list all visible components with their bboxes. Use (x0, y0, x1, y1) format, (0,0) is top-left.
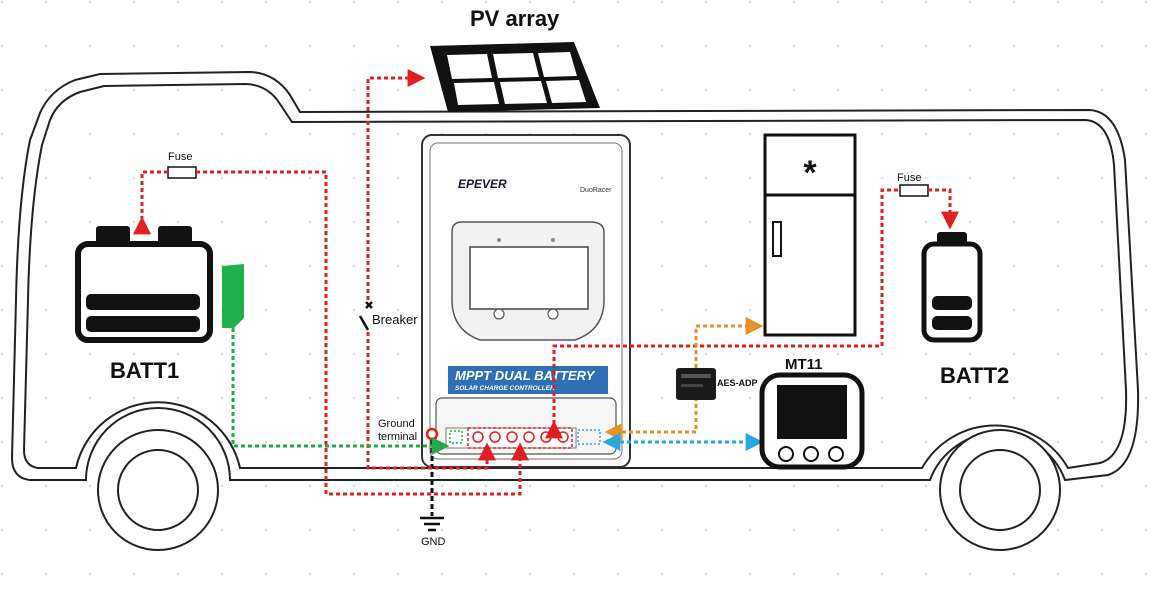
breaker-icon (358, 301, 373, 331)
batt1-wire-to-fuse (133, 170, 168, 235)
batt1-terminal (222, 264, 244, 328)
batt2-wire-positive (545, 188, 900, 439)
ground-label-line1: Ground (378, 418, 415, 430)
wheel-left (97, 429, 219, 551)
fridge-icon: * (763, 133, 857, 337)
solar-panel-icon (430, 42, 600, 112)
ground-terminal-icon (425, 427, 439, 441)
batt2-battery-icon (921, 232, 983, 343)
ground-label-line2: terminal (378, 431, 417, 443)
batt1-wire-negative (231, 328, 450, 455)
batt1-wire-positive (196, 170, 529, 496)
banner-subtitle: SOLAR CHARGE CONTROLLER (455, 385, 555, 392)
gnd-label: GND (421, 536, 446, 548)
batt2-label: BATT2 (940, 363, 1009, 388)
batt1-battery-icon (75, 226, 213, 343)
fuse-icon (899, 184, 929, 197)
pv-wire-positive (366, 69, 426, 300)
controller-display (469, 246, 589, 310)
ground-icon (420, 516, 444, 532)
van-outline (10, 70, 1140, 482)
aes-adp-module (676, 368, 716, 400)
duoracer-controller: EPEVER DuoRacer MPPT DUAL BATTERY SOLAR … (421, 134, 631, 468)
fuse-left-label: Fuse (168, 151, 192, 163)
svg-text:*: * (803, 154, 817, 192)
fridge-wire-upper (694, 317, 764, 368)
model-label: DuoRacer (580, 187, 612, 194)
breaker-label: Breaker (372, 312, 418, 327)
controller-banner (448, 366, 608, 394)
fuse-right-label: Fuse (897, 172, 921, 184)
pv-array-label: PV array (470, 6, 560, 31)
aes-adp-label: AES-ADP (717, 378, 758, 388)
wheel-right (939, 429, 1061, 551)
batt2-wire-to-battery (928, 188, 959, 230)
fuse-icon (167, 166, 197, 179)
mt11-label: MT11 (785, 356, 823, 373)
pv-wire-lower (366, 332, 496, 470)
brand-label: EPEVER (458, 177, 507, 191)
mt11-meter (759, 372, 865, 470)
batt1-label: BATT1 (110, 358, 179, 383)
fridge-wire-lower (604, 396, 698, 441)
banner-title: MPPT DUAL BATTERY (455, 368, 596, 383)
